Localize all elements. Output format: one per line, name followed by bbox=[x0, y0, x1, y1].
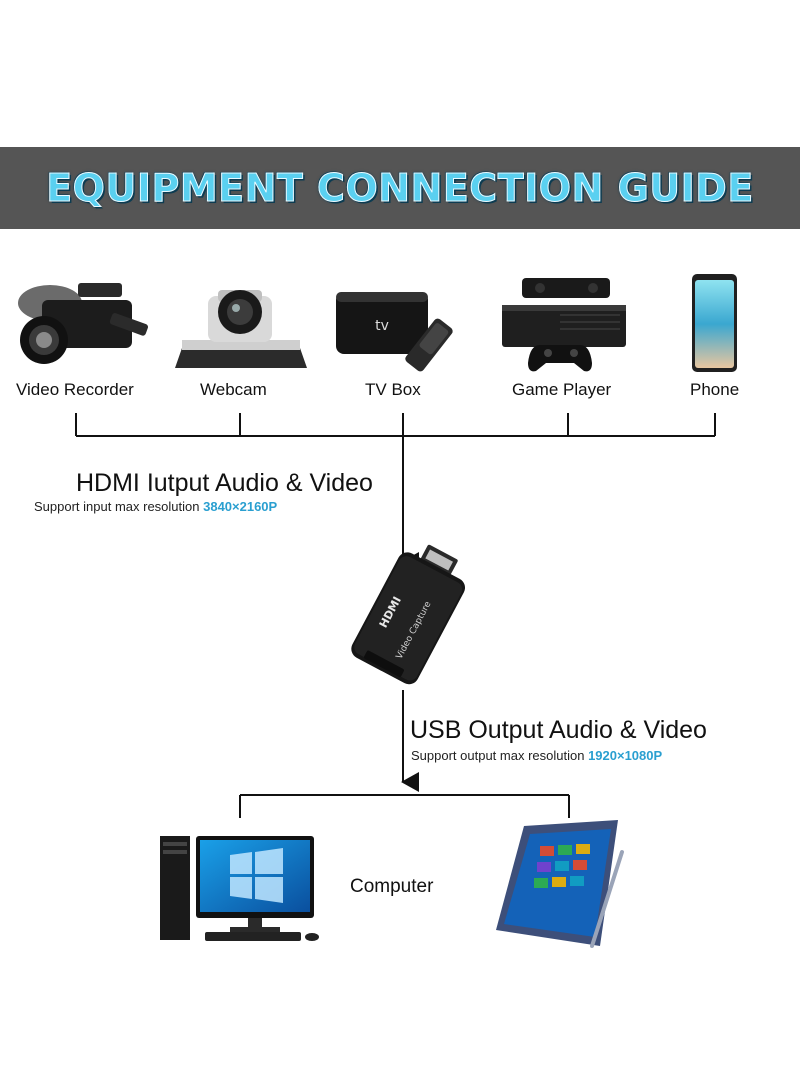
source-label-tv-box: TV Box bbox=[365, 380, 421, 399]
tv-box-icon: tv bbox=[336, 292, 453, 372]
target-label-computer: Computer bbox=[350, 876, 434, 897]
output-resolution: 1920×1080P bbox=[588, 748, 663, 763]
input-subtitle-text: Support input max resolution bbox=[34, 499, 200, 514]
output-subtitle: Support output max resolution 1920×1080P bbox=[411, 748, 662, 763]
svg-text:tv: tv bbox=[375, 318, 389, 334]
tablet-icon bbox=[496, 820, 624, 948]
output-connector-lines bbox=[239, 690, 570, 818]
phone-icon bbox=[692, 274, 737, 372]
input-connector-lines bbox=[75, 413, 716, 572]
input-subtitle: Support input max resolution 3840×2160P bbox=[34, 499, 277, 514]
source-label-game-player: Game Player bbox=[512, 380, 612, 399]
desktop-computer-icon bbox=[160, 836, 319, 941]
game-player-icon bbox=[502, 278, 626, 372]
source-label-webcam: Webcam bbox=[200, 380, 267, 399]
source-label-video-recorder: Video Recorder bbox=[16, 380, 134, 399]
output-subtitle-text: Support output max resolution bbox=[411, 748, 585, 763]
output-title: USB Output Audio & Video bbox=[410, 716, 707, 744]
source-label-phone: Phone bbox=[690, 380, 740, 399]
capture-card-icon: HDMI Video Capture bbox=[351, 544, 466, 685]
title-banner: EQUIPMENT CONNECTION GUIDE bbox=[0, 147, 800, 229]
webcam-icon bbox=[175, 290, 307, 368]
video-recorder-icon bbox=[18, 283, 149, 364]
input-title: HDMI Iutput Audio & Video bbox=[76, 469, 373, 497]
guide-title: EQUIPMENT CONNECTION GUIDE bbox=[46, 166, 754, 211]
input-resolution: 3840×2160P bbox=[203, 499, 278, 514]
